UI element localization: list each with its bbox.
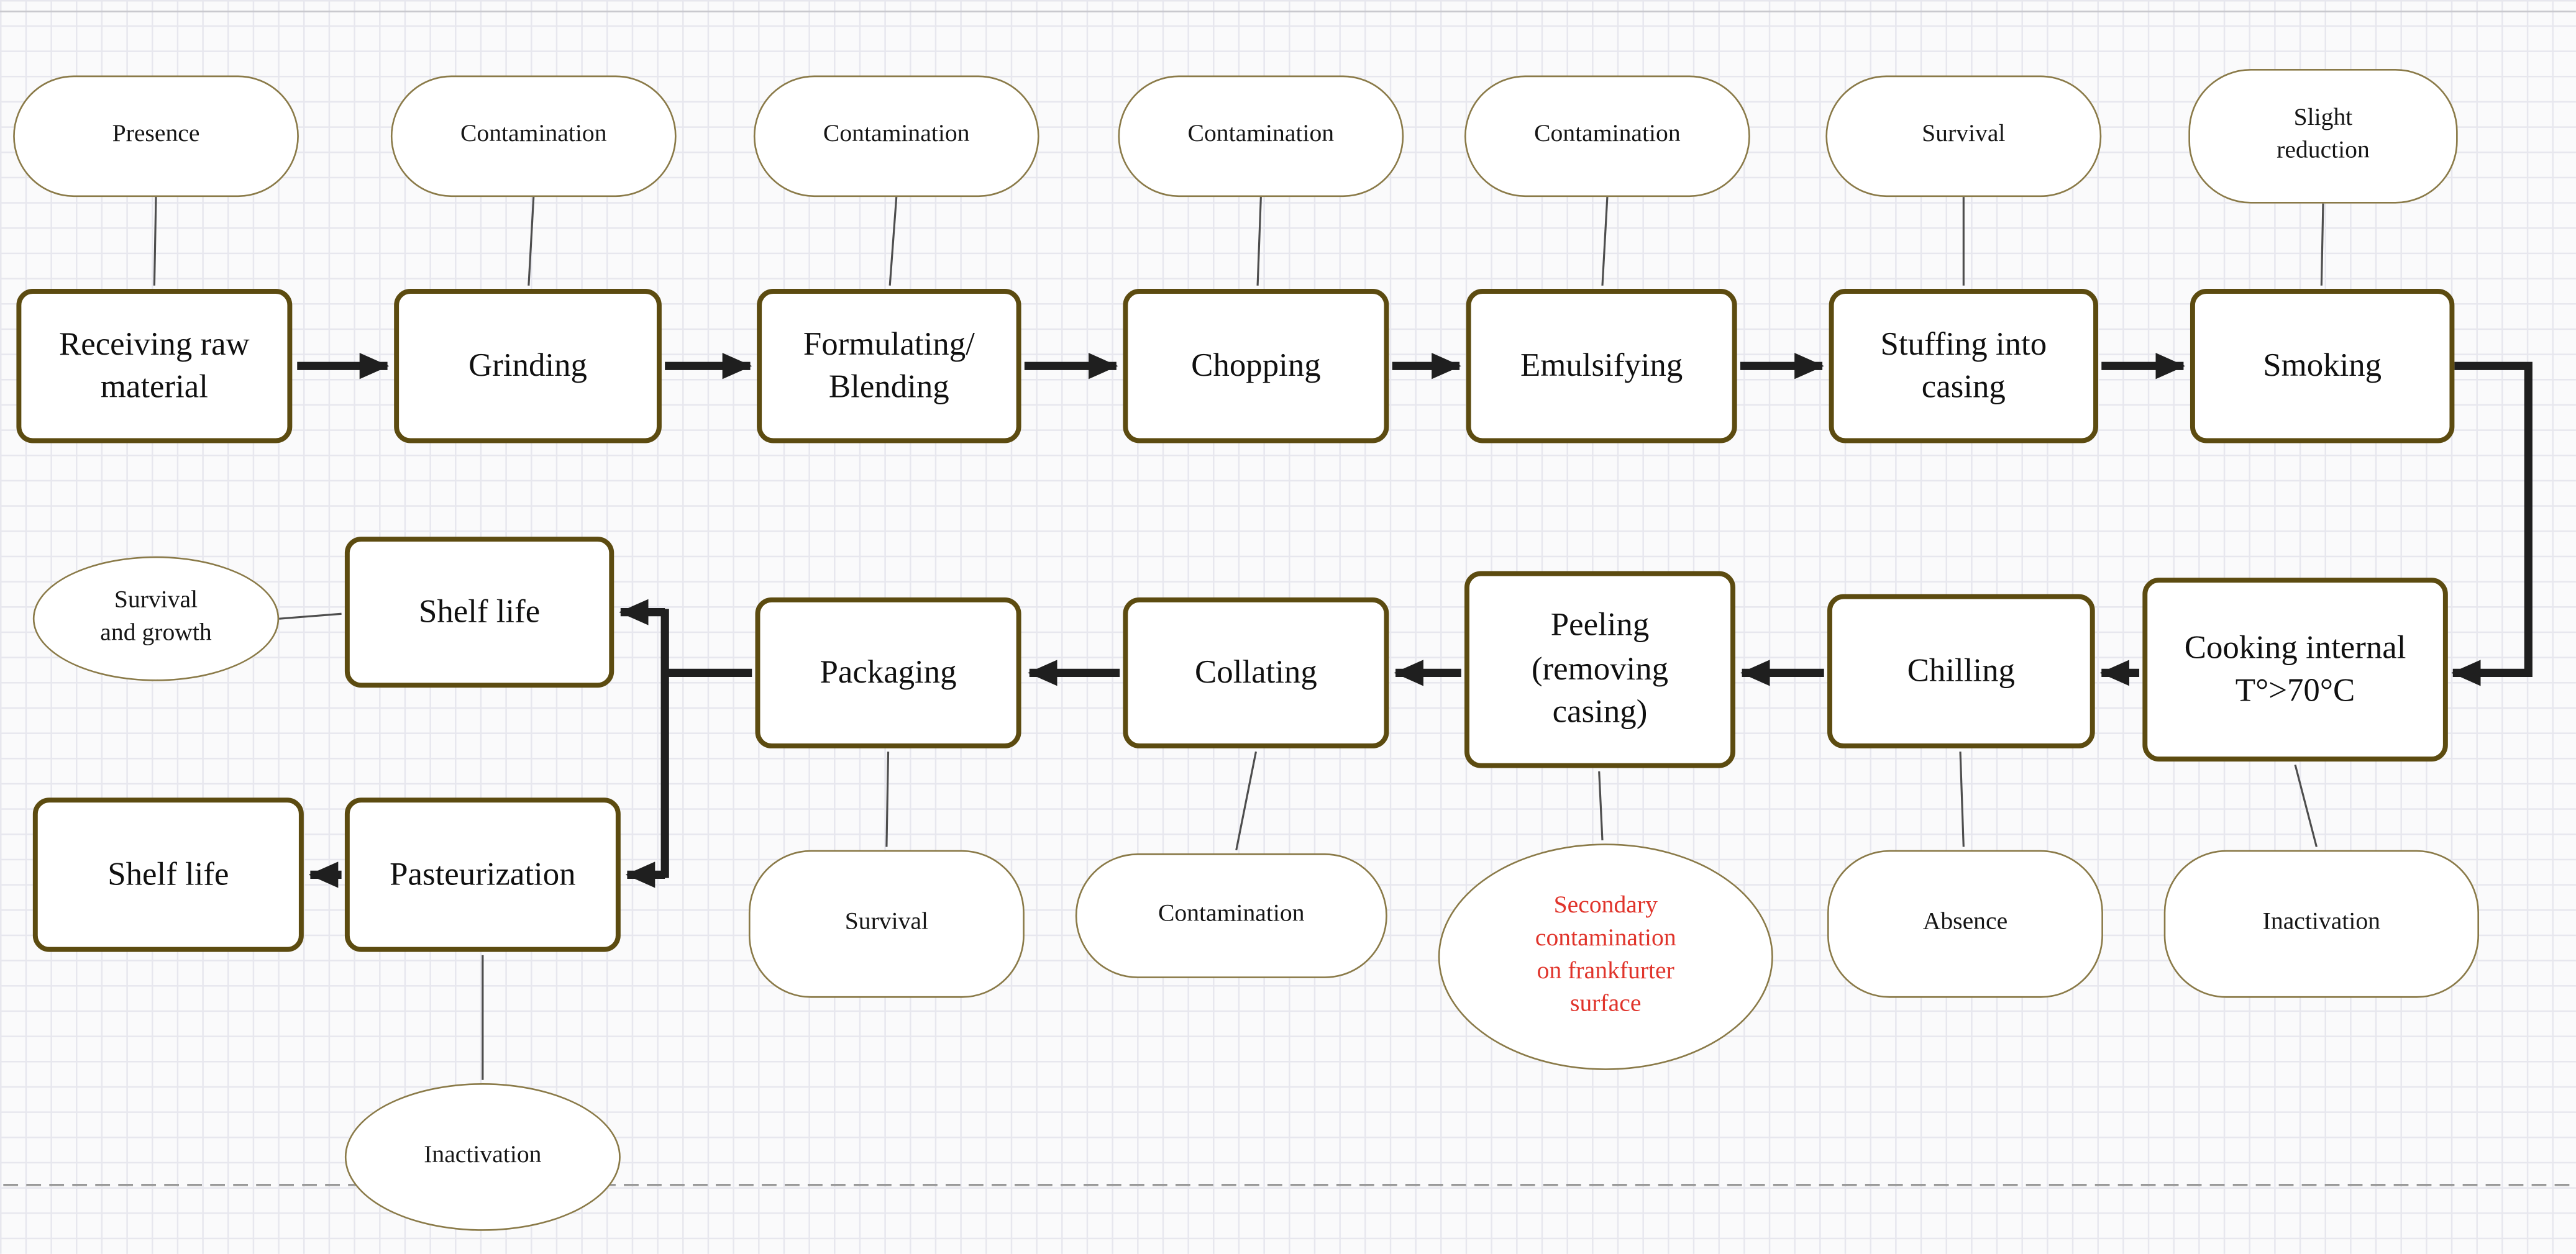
node-smoking: Smoking bbox=[2190, 289, 2455, 443]
node-packaging: Packaging bbox=[755, 597, 1021, 748]
node-formulating-blending: Formulating/ Blending bbox=[757, 289, 1021, 443]
note-contamination-grinding: Contamination bbox=[390, 75, 677, 198]
node-shelf-life-bottom: Shelf life bbox=[32, 797, 304, 952]
note-label: Contamination bbox=[460, 121, 607, 148]
note-label: Contamination bbox=[823, 121, 970, 148]
node-label: Packaging bbox=[820, 654, 957, 691]
node-label: Collating bbox=[1195, 654, 1317, 691]
node-grinding: Grinding bbox=[394, 289, 662, 443]
node-emulsifying: Emulsifying bbox=[1466, 289, 1737, 443]
node-chopping: Chopping bbox=[1123, 289, 1389, 443]
note-label: Slight reduction bbox=[2277, 105, 2370, 165]
node-label: Receiving raw material bbox=[59, 325, 250, 406]
node-label: Emulsifying bbox=[1520, 347, 1683, 384]
node-receiving-raw-material: Receiving raw material bbox=[16, 289, 293, 443]
note-label: Presence bbox=[112, 121, 200, 148]
node-pasteurization: Pasteurization bbox=[344, 797, 621, 952]
note-survival-packaging: Survival bbox=[748, 850, 1025, 998]
note-contamination-collating: Contamination bbox=[1075, 853, 1387, 978]
note-absence-chilling: Absence bbox=[1827, 850, 2103, 998]
node-peeling-removing-casing: Peeling (removing casing) bbox=[1464, 571, 1736, 768]
node-cooking-internal: Cooking internal T°>70°C bbox=[2142, 578, 2448, 762]
note-label: Contamination bbox=[1534, 121, 1681, 148]
note-slight-reduction: Slight reduction bbox=[2188, 68, 2458, 204]
node-shelf-life-top: Shelf life bbox=[344, 537, 614, 688]
note-presence: Presence bbox=[13, 75, 299, 198]
flow-arrows bbox=[297, 353, 2533, 888]
note-label: Inactivation bbox=[2262, 909, 2380, 936]
note-label: Inactivation bbox=[424, 1142, 542, 1169]
note-label: Absence bbox=[1922, 909, 2008, 936]
node-collating: Collating bbox=[1123, 597, 1389, 748]
note-contamination-chopping: Contamination bbox=[1118, 75, 1404, 198]
note-contamination-formulating: Contamination bbox=[753, 75, 1039, 198]
note-label: Survival bbox=[1922, 121, 2006, 148]
note-label: Survival bbox=[844, 909, 929, 936]
node-label: Chilling bbox=[1907, 653, 2015, 689]
node-chilling: Chilling bbox=[1827, 594, 2095, 748]
node-label: Cooking internal T°>70°C bbox=[2184, 629, 2406, 709]
node-stuffing-into-casing: Stuffing into casing bbox=[1829, 289, 2098, 443]
note-label: Survival and growth bbox=[100, 588, 212, 647]
note-survival-stuffing: Survival bbox=[1825, 75, 2102, 198]
node-label: Shelf life bbox=[107, 856, 229, 893]
note-connectors bbox=[153, 196, 2324, 1080]
note-contamination-emulsifying: Contamination bbox=[1464, 75, 1750, 198]
node-label: Formulating/ Blending bbox=[803, 325, 975, 406]
note-inactivation-pasteurization: Inactivation bbox=[344, 1083, 621, 1231]
note-survival-and-growth: Survival and growth bbox=[32, 556, 280, 681]
note-label: Contamination bbox=[1158, 901, 1305, 928]
note-secondary-contamination: Secondary contamination on frankfurter s… bbox=[1438, 843, 1773, 1070]
node-label: Grinding bbox=[468, 347, 587, 384]
note-label: Contamination bbox=[1187, 121, 1335, 148]
node-label: Shelf life bbox=[418, 594, 541, 630]
note-label: Secondary contamination on frankfurter s… bbox=[1535, 893, 1676, 1017]
node-label: Chopping bbox=[1191, 347, 1321, 384]
note-inactivation-cooking: Inactivation bbox=[2163, 850, 2480, 998]
node-label: Stuffing into casing bbox=[1880, 325, 2047, 406]
node-label: Pasteurization bbox=[390, 856, 576, 893]
node-label: Peeling (removing casing) bbox=[1531, 607, 1669, 731]
node-label: Smoking bbox=[2263, 347, 2382, 384]
